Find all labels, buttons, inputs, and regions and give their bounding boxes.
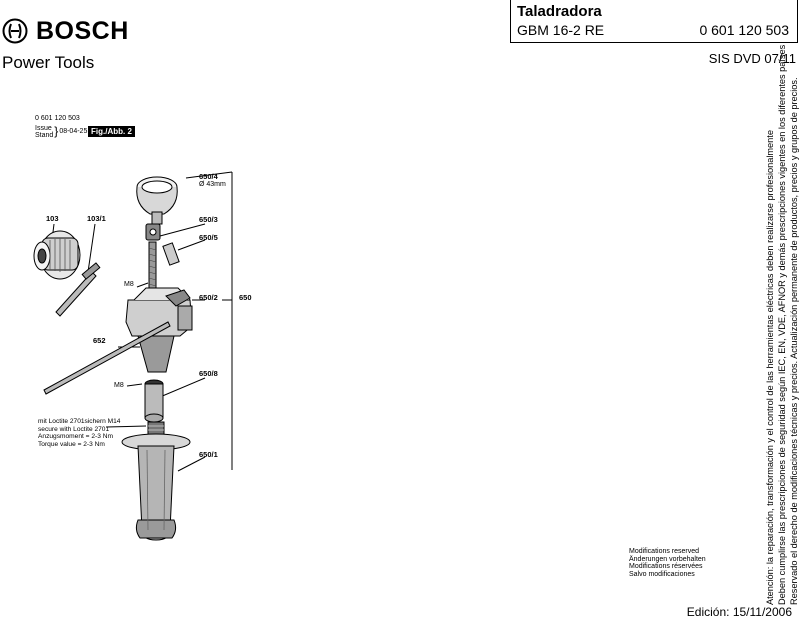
part-number: 0 601 120 503 [699, 22, 789, 38]
modifications-line: Änderungen vorbehalten [629, 555, 706, 563]
threaded-rod-part [148, 241, 157, 295]
sis-reference: SIS DVD 07/11 [708, 51, 796, 66]
leader-650-5 [177, 239, 206, 251]
leader-103-1 [87, 223, 96, 273]
label-650: 650 [239, 293, 252, 302]
label-650-4-diameter: Ø 43mm [199, 181, 226, 188]
label-103: 103 [46, 214, 59, 223]
issue-label: Issue [35, 124, 52, 132]
division-name: Power Tools [2, 53, 95, 72]
torque-note-line: secure with Loctite 2701 [38, 425, 110, 433]
bosch-armature-logo-icon [2, 18, 28, 44]
leader-650-3 [159, 223, 206, 237]
issue-date: 08-04-25 [59, 128, 88, 136]
modifications-line: Salvo modificaciones [629, 570, 695, 578]
handle-clamp-body-part [125, 287, 193, 373]
drawing-meta: 0 601 120 503 Issue Stand } 08-04-25 [35, 115, 88, 139]
model-code: GBM 16-2 RE [517, 22, 605, 38]
modifications-line: Modifications reserved [629, 548, 700, 555]
label-650-4: 650/4 [199, 172, 218, 181]
torque-note: mit Loctite 2701sichern M14 secure with … [38, 418, 120, 448]
model-name: Taladradora [517, 3, 602, 20]
legal-line: Reservado el derecho de modificaciones t… [789, 77, 799, 605]
label-650-1: 650/1 [199, 450, 218, 459]
auxiliary-handle-part [121, 421, 191, 541]
legal-line: Atención: la reparación, transformación … [765, 130, 775, 605]
figure-label: Fig./Abb. 2 [88, 126, 135, 137]
pin-part [162, 242, 180, 266]
brand-name: BOSCH [36, 17, 129, 45]
modifications-notice: Modifications reserved Änderungen vorbeh… [629, 548, 706, 578]
leader-m8-top [136, 282, 149, 288]
legal-line: Deben cumplirse las prescripciones de se… [777, 44, 787, 605]
chuck-key-part [55, 262, 101, 317]
leader-m14 [105, 425, 147, 428]
leader-650-8 [159, 377, 206, 398]
title-box: Taladradora GBM 16-2 RE 0 601 120 503 [510, 0, 798, 43]
label-103-1: 103/1 [87, 214, 106, 223]
label-m8-bottom: M8 [114, 382, 124, 389]
label-650-2: 650/2 [199, 293, 218, 302]
leader-m8-bottom [126, 383, 143, 387]
depth-collar-ring-part [136, 176, 178, 225]
torque-note-line: mit Loctite 2701sichern M14 [38, 418, 121, 425]
legal-notice: Atención: la reparación, transformación … [764, 44, 800, 605]
edition-date: Edición: 15/11/2006 [686, 605, 792, 619]
sleeve-part [144, 379, 164, 423]
torque-note-line: Anzugsmoment = 2-3 Nm [38, 433, 113, 441]
depth-stop-rod-part [43, 321, 171, 395]
label-650-3: 650/3 [199, 215, 218, 224]
drill-chuck-part [33, 230, 81, 280]
clamp-block-part [145, 223, 161, 241]
leader-650-1 [177, 456, 206, 472]
label-650-8: 650/8 [199, 369, 218, 378]
stand-label: Stand [35, 132, 54, 139]
label-m8-top: M8 [124, 281, 134, 288]
leader-650-4 [185, 171, 233, 179]
label-650-5: 650/5 [199, 233, 218, 242]
label-652: 652 [93, 336, 106, 345]
torque-note-line: Torque value = 2-3 Nm [38, 440, 105, 448]
modifications-line: Modifications réservées [629, 563, 703, 570]
drawing-number: 0 601 120 503 [35, 115, 80, 122]
